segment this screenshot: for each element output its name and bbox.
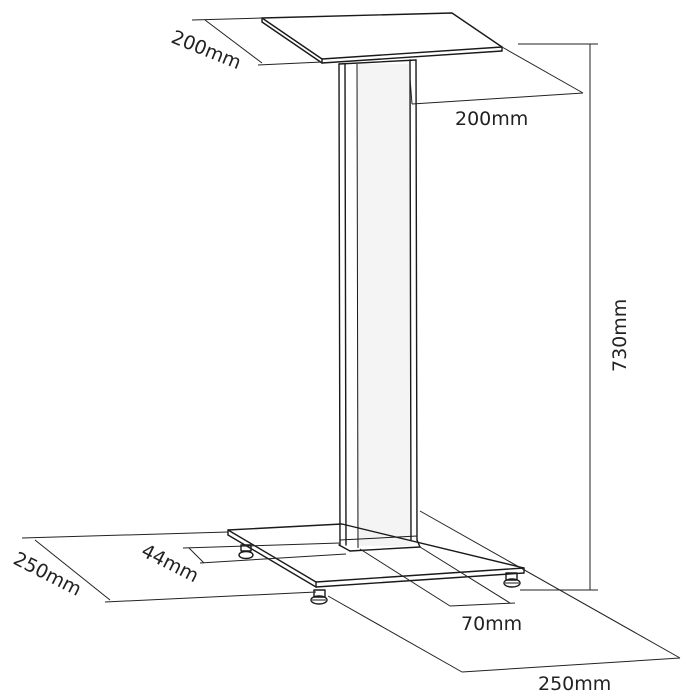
base-depth-label: 250mm xyxy=(10,548,85,601)
top-plate xyxy=(261,12,503,64)
column-depth-dimension xyxy=(182,542,347,564)
base-depth-dimension xyxy=(21,531,317,603)
column-depth-label: 44mm xyxy=(138,540,203,587)
height-label: 730mm xyxy=(609,299,631,372)
column xyxy=(338,59,421,552)
foot-left xyxy=(238,544,254,560)
height-dimension xyxy=(518,43,598,591)
foot-right xyxy=(503,572,521,588)
foot-front xyxy=(310,589,328,605)
column-width-dimension xyxy=(359,546,516,607)
column-width-label: 70mm xyxy=(461,613,522,635)
base-width-dimension xyxy=(327,510,681,673)
base-width-label: 250mm xyxy=(538,673,611,695)
top-plate-depth-dimension xyxy=(191,17,323,66)
top-plate-depth-label: 200mm xyxy=(168,26,244,74)
top-plate-width-dimension xyxy=(409,46,584,105)
top-plate-width-label: 200mm xyxy=(455,108,528,130)
base-plate xyxy=(227,523,525,588)
